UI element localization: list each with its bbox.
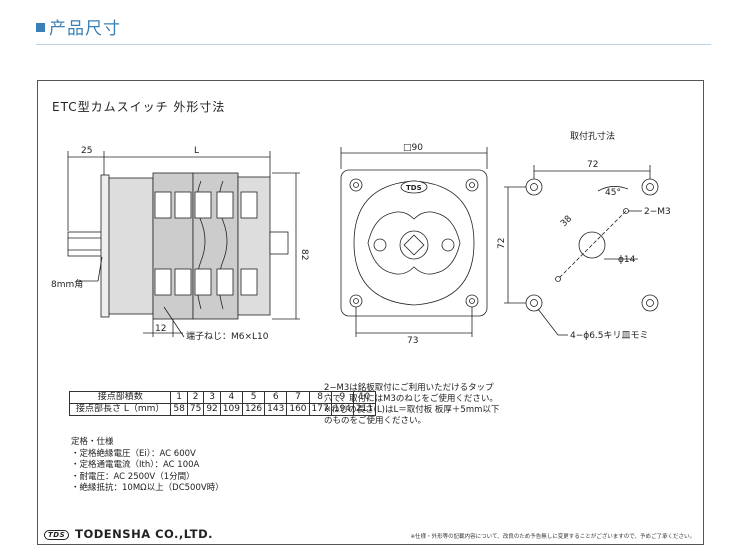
technical-drawing: 25 L 82 12 8mm角 端子ねじ：M6×L10 □90 73 TDS 取… <box>51 130 671 346</box>
bullet-square-icon <box>36 23 45 32</box>
company-logo: TDS TODENSHA CO.,LTD. <box>44 527 213 541</box>
list-item: ・定格絶縁電圧（Ei）：AC 600V <box>71 448 196 459</box>
section-header: 产品尺寸 <box>36 14 121 39</box>
header-divider <box>36 44 711 45</box>
dim-73: 73 <box>407 336 418 346</box>
front-view <box>340 147 488 337</box>
list-item: ・定格通電電流（Ith）：AC 100A <box>71 460 200 470</box>
mount-view <box>504 165 659 336</box>
list-item: ・絶縁抵抗：10MΩ以上（DC500V時） <box>71 483 224 493</box>
dim-72-horizontal: 72 <box>587 160 598 170</box>
spec-list: 定格・仕様 ・定格絶縁電圧（Ei）：AC 600V ・定格通電電流（Ith）：A… <box>71 437 224 495</box>
label-8mm: 8mm角 <box>51 278 83 290</box>
dim-72-vertical: 72 <box>497 238 507 249</box>
notes: 2−M3は銘板取付にご利用いただけるタップ 穴で、取付にはM3のねじをご使用くだ… <box>324 383 500 426</box>
dim-25: 25 <box>81 146 92 156</box>
dim-90: □90 <box>403 143 423 153</box>
table-row-label: 接点部長さ L（mm） <box>68 403 172 416</box>
tds-logo-mark: TDS <box>44 530 70 540</box>
tds-logo: TDS <box>406 184 422 192</box>
drawing-title: ETC型カムスイッチ 外形寸法 <box>52 100 226 114</box>
spec-title: 定格・仕様 <box>71 437 114 447</box>
label-m3: 2−M3 <box>644 207 671 217</box>
dim-45deg: 45° <box>605 188 621 198</box>
section-title: 产品尺寸 <box>49 19 121 39</box>
dim-82: 82 <box>299 249 309 260</box>
label-terminal-screw: 端子ねじ：M6×L10 <box>186 330 269 342</box>
dim-12: 12 <box>155 324 166 334</box>
list-item: ・耐電圧：AC 2500V（1分間） <box>71 471 195 482</box>
table-row-label: 接点部積数 <box>68 391 172 404</box>
label-holes: 4−ϕ6.5キリ皿モミ <box>570 331 649 341</box>
side-view <box>67 151 300 338</box>
mount-title: 取付孔寸法 <box>570 130 615 142</box>
dim-38: 38 <box>559 214 574 229</box>
drawing-sheet: ETC型カムスイッチ 外形寸法 <box>37 80 704 545</box>
disclaimer: ※仕様・外形等の記載内容について、改良のため予告無しに変更することがございますの… <box>410 534 695 540</box>
label-phi14: ϕ14 <box>618 255 636 265</box>
dim-L: L <box>194 146 199 156</box>
company-name: TODENSHA CO.,LTD. <box>75 527 213 541</box>
